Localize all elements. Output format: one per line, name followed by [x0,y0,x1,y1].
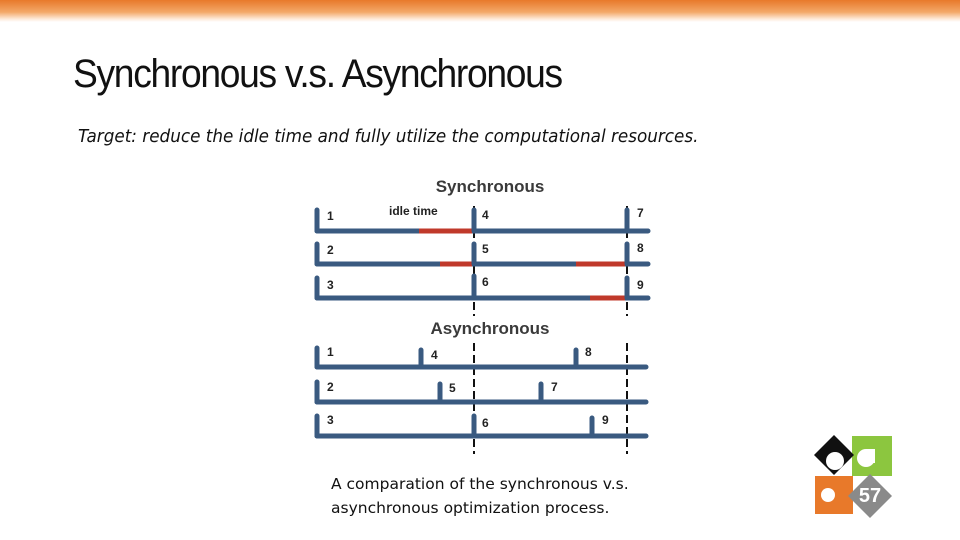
async-worker-3-label: 3 [327,413,334,427]
logo-page-number-icon: 57 [814,435,892,518]
sync-heading: Synchronous [436,177,545,196]
async-worker-2-timeline [314,379,649,405]
page-number: 57 [859,485,881,507]
caption-line: asynchronous optimization process. [331,499,610,517]
sync-worker-2-label: 2 [327,243,334,257]
async-task-label: 9 [602,413,609,427]
figure-caption: A comparation of the synchronous v.s. as… [331,472,671,520]
sync-task-label: 5 [482,242,489,256]
sync-task-label: 9 [637,278,644,292]
async-heading: Asynchronous [430,319,549,338]
async-task-label: 5 [449,381,456,395]
sync-worker-1-timeline [314,207,651,234]
idle-time-label: idle time [389,204,438,218]
sync-async-diagram: Synchronous Asynchronous idle time 1 4 7… [314,177,651,454]
logo-gray-diamond [848,474,892,518]
sync-task-label: 7 [637,206,644,220]
sync-task-label: 6 [482,275,489,289]
top-accent-bar [0,0,960,22]
sync-task-label: 4 [482,208,489,222]
async-worker-1-label: 1 [327,345,334,359]
async-task-label: 8 [585,345,592,359]
sync-worker-3-timeline [314,273,651,301]
async-worker-3-timeline [314,413,649,439]
slide-title: Synchronous v.s. Asynchronous [73,52,563,96]
async-worker-2-label: 2 [327,380,334,394]
caption-line: A comparation of the synchronous v.s. [331,475,629,493]
async-task-label: 4 [431,348,438,362]
sync-task-label: 8 [637,241,644,255]
async-task-label: 7 [551,380,558,394]
sync-worker-2-timeline [314,241,651,267]
async-worker-1-timeline [314,345,649,370]
sync-worker-1-label: 1 [327,209,334,223]
sync-worker-3-label: 3 [327,278,334,292]
async-task-label: 6 [482,416,489,430]
slide-subtitle: Target: reduce the idle time and fully u… [78,127,699,147]
